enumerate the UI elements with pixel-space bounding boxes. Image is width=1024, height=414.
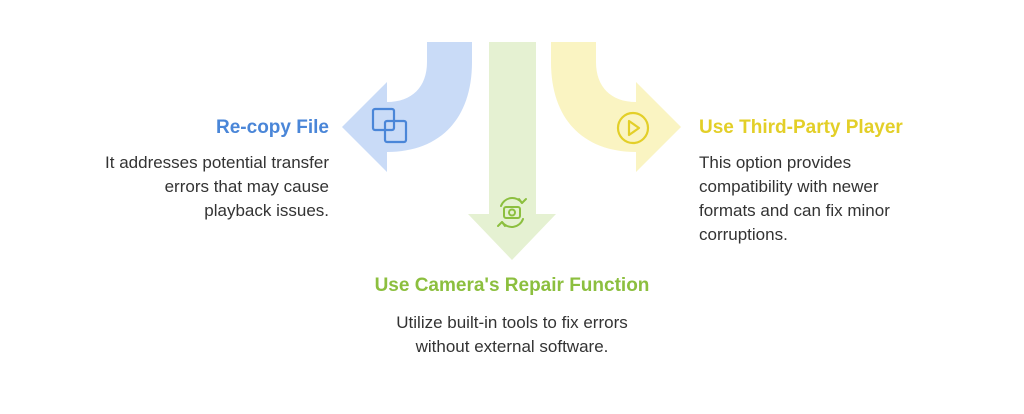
re-copy-file-title: Re-copy File (216, 117, 329, 138)
play-icon (616, 111, 650, 145)
third-party-player-title: Use Third-Party Player (699, 117, 903, 138)
camera-repair-description: Utilize built-in tools to fix errors wit… (396, 313, 628, 356)
center-arrow (468, 42, 556, 260)
re-copy-file-description: It addresses potential transfer errors t… (105, 153, 329, 220)
left-arrow (342, 42, 472, 172)
camera-repair-icon (497, 197, 527, 228)
right-arrow (551, 42, 681, 172)
camera-repair-title: Use Camera's Repair Function (374, 275, 650, 296)
third-party-player-description: This option provides compatibility with … (699, 153, 890, 244)
copy-icon (371, 107, 408, 144)
